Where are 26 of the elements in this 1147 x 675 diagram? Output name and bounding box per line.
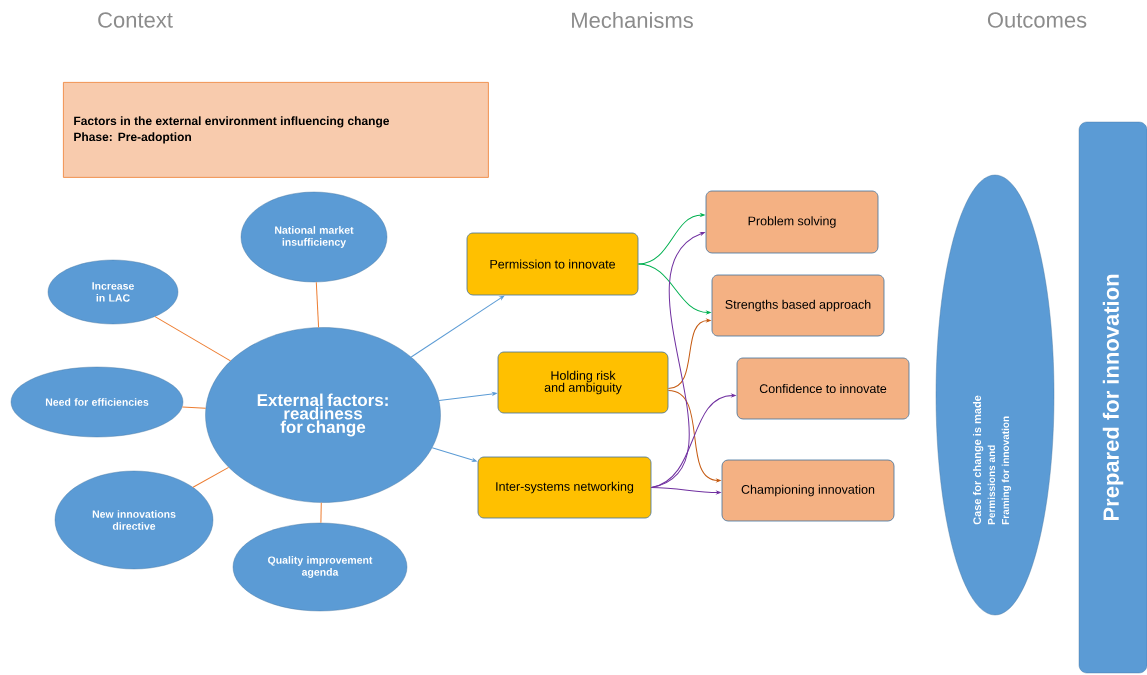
connector-line bbox=[181, 406, 207, 409]
column-heading: Outcomes bbox=[987, 12, 1087, 28]
arrow bbox=[438, 392, 497, 401]
connector-line bbox=[192, 466, 230, 488]
mechanism-box: Permission to innovate bbox=[466, 232, 639, 296]
arrow bbox=[637, 263, 711, 315]
mechanism-box: Holding risk and ambiguity bbox=[497, 351, 669, 414]
phase-box: Factors in the external environment influencing change Phase: Pre-adoption bbox=[63, 82, 489, 178]
arrow bbox=[650, 393, 736, 488]
arrow bbox=[667, 390, 721, 483]
connector-line bbox=[315, 281, 320, 328]
mechanism-box: Inter-systems networking bbox=[477, 456, 652, 519]
outcome-box: Championing innovation bbox=[721, 459, 895, 522]
arrow bbox=[637, 213, 705, 265]
arrow bbox=[650, 487, 721, 495]
arrow bbox=[667, 318, 711, 389]
column-heading: Mechanisms bbox=[572, 11, 693, 29]
arrow bbox=[410, 295, 505, 358]
outcome-box: Strengths based approach bbox=[711, 274, 885, 337]
arrow bbox=[431, 447, 477, 462]
outcome-box: Confidence to innovate bbox=[736, 357, 910, 420]
column-heading: Context bbox=[98, 12, 173, 28]
outcome-box: Problem solving bbox=[705, 190, 879, 254]
connector-line bbox=[154, 316, 231, 362]
connector-line bbox=[320, 502, 322, 524]
outcome-bar: Prepared for innovation bbox=[1078, 121, 1147, 674]
